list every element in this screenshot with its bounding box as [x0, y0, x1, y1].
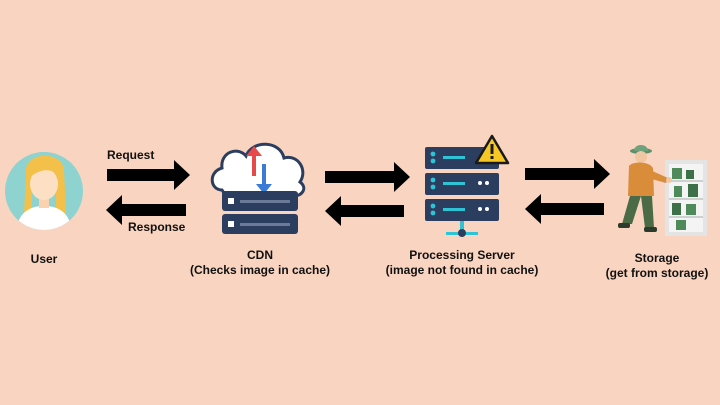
- response-arrow-2: [325, 196, 404, 226]
- storage-title: Storage: [634, 251, 680, 265]
- user-title: User: [30, 252, 58, 266]
- server-title: Processing Server: [409, 248, 515, 262]
- server-label: Processing Server (image not found in ca…: [362, 248, 562, 278]
- storage-worker-icon: [618, 145, 707, 236]
- cdn-title: CDN: [247, 248, 273, 262]
- request-arrow-2: [325, 162, 410, 192]
- server-subtitle: (image not found in cache): [385, 263, 539, 277]
- response-arrow-1: [106, 195, 186, 225]
- cdn-cloud-server-icon: [210, 142, 306, 234]
- user-label: User: [4, 252, 84, 267]
- user-avatar-icon: [5, 152, 83, 230]
- request-label: Request: [107, 148, 155, 162]
- request-arrow-1: [107, 160, 190, 190]
- cdn-label: CDN (Checks image in cache): [170, 248, 350, 278]
- response-arrow-3: [525, 194, 604, 224]
- warning-icon: [474, 134, 510, 165]
- response-label: Response: [128, 220, 186, 234]
- cdn-subtitle: (Checks image in cache): [189, 263, 331, 277]
- storage-subtitle: (get from storage): [605, 266, 709, 280]
- request-arrow-3: [525, 159, 610, 189]
- storage-label: Storage (get from storage): [596, 251, 718, 281]
